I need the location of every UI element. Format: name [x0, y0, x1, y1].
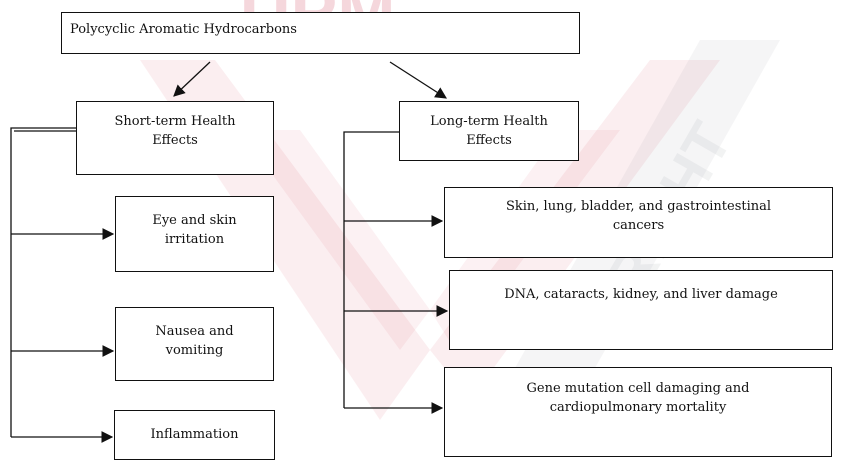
root-node-label: Polycyclic Aromatic Hydrocarbons: [70, 21, 297, 37]
effect-organ-damage: DNA, cataracts, kidney, and liver damage: [449, 270, 833, 350]
connector-layer: [10, 61, 449, 443]
short-term-effects-label: Short-term Health Effects: [114, 114, 236, 148]
long-term-effects-node: Long-term Health Effects: [399, 101, 579, 161]
effect-gene-mutation: Gene mutation cell damaging and cardiopu…: [444, 367, 832, 457]
watermark-chevron-stripe: [240, 130, 430, 350]
effect-cancers-label: Skin, lung, bladder, and gastrointestina…: [505, 199, 772, 233]
effect-eye-skin-irritation-label: Eye and skin irritation: [152, 213, 237, 247]
short-term-bracket: [10, 127, 76, 437]
arrow-root-to-short: [173, 61, 211, 97]
effect-cancers: Skin, lung, bladder, and gastrointestina…: [444, 187, 833, 258]
root-node-pah: Polycyclic Aromatic Hydrocarbons: [61, 12, 580, 54]
long-term-effects-label: Long-term Health Effects: [430, 114, 548, 148]
effect-inflammation-label: Inflammation: [150, 427, 239, 442]
effect-gene-mutation-label: Gene mutation cell damaging and cardiopu…: [526, 381, 750, 415]
effect-eye-skin-irritation: Eye and skin irritation: [115, 196, 274, 272]
effect-nausea-vomiting: Nausea and vomiting: [115, 307, 274, 381]
effect-organ-damage-label: DNA, cataracts, kidney, and liver damage: [504, 287, 778, 302]
arrow-root-to-long: [389, 61, 447, 99]
effect-nausea-vomiting-label: Nausea and vomiting: [155, 324, 234, 358]
long-term-bracket: [343, 131, 399, 408]
effect-inflammation: Inflammation: [114, 410, 275, 460]
short-term-effects-node: Short-term Health Effects: [76, 101, 274, 175]
